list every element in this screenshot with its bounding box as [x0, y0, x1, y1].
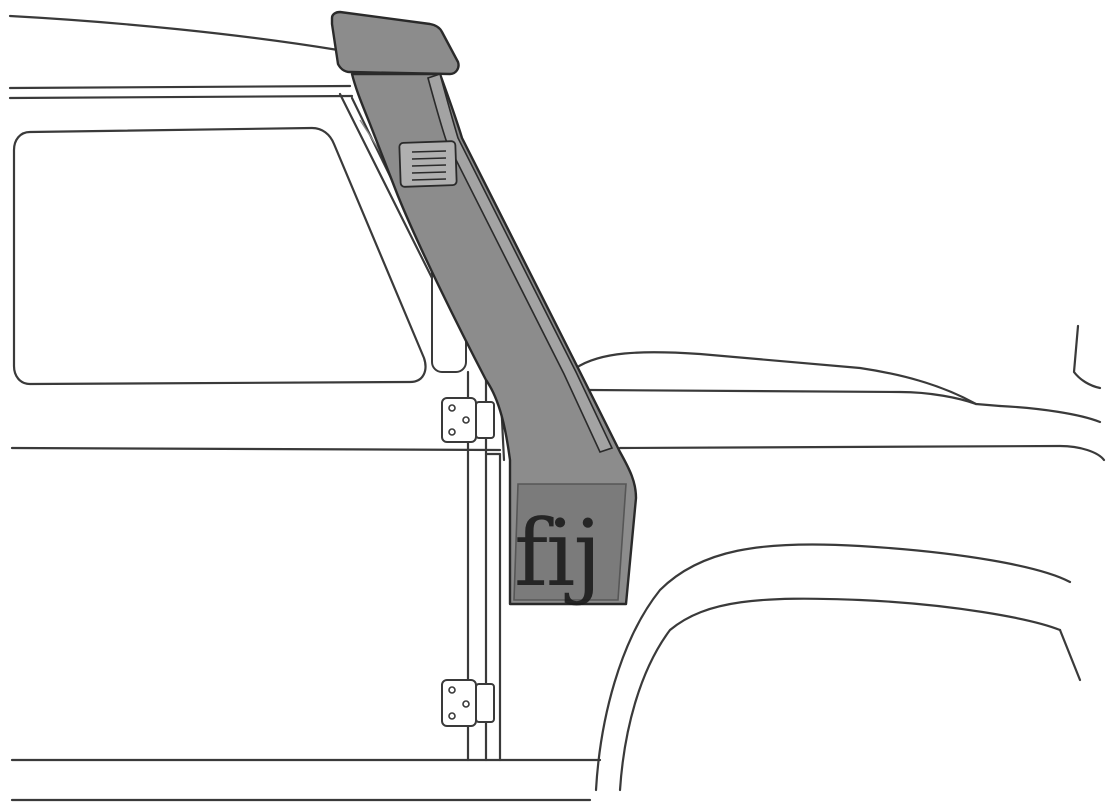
snorkel: [330, 10, 638, 606]
overlay-text: fij: [514, 500, 602, 607]
side-window: [12, 126, 427, 386]
wheel-arch: [594, 543, 1082, 792]
lower-door-hinge: [441, 679, 495, 727]
snorkel-body: [350, 72, 638, 606]
roof: [8, 14, 354, 100]
upper-door-hinge: [441, 397, 495, 443]
snorkel-vent-grille: [398, 140, 458, 188]
snorkel-lower-panel: [513, 483, 627, 601]
hood: [574, 324, 1106, 462]
snorkel-air-ram: [330, 10, 460, 76]
snorkel-highlight: [427, 72, 614, 453]
